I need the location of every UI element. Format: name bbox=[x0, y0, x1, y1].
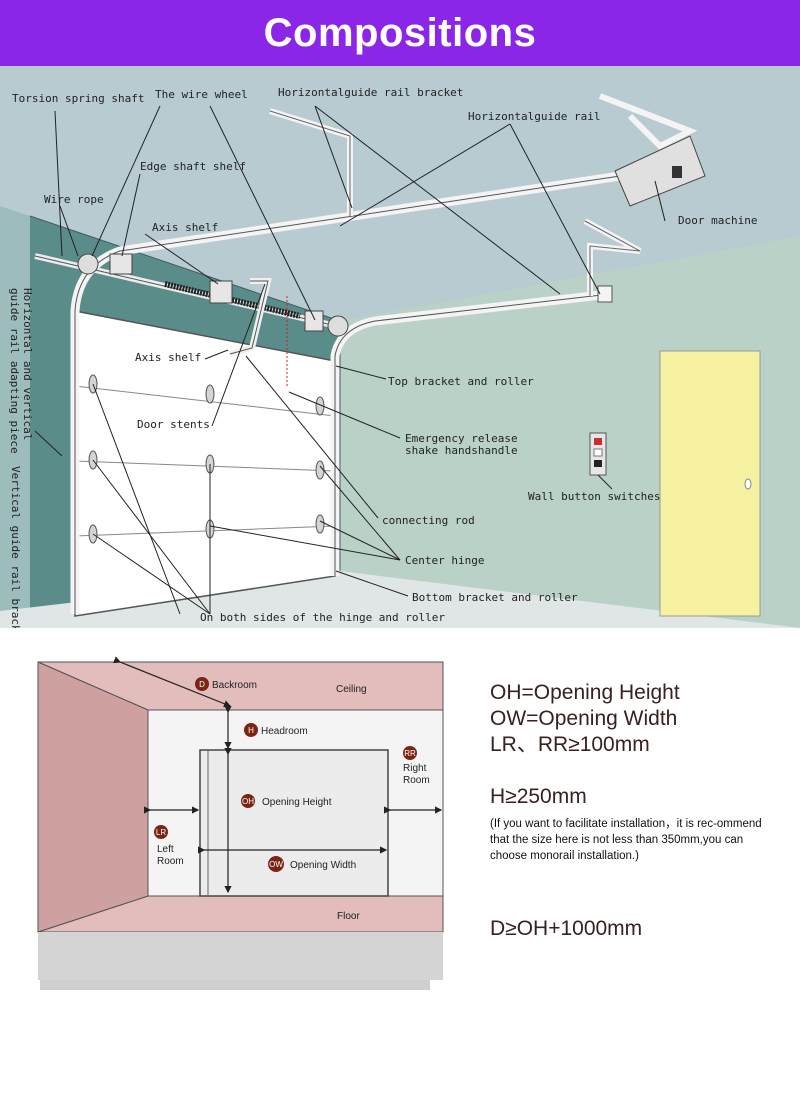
banner-title: Compositions bbox=[263, 10, 537, 55]
specifications: OH=Opening Height OW=Opening Width LR、RR… bbox=[490, 680, 790, 942]
label-axis-shelf-top: Axis shelf bbox=[152, 221, 218, 234]
badge-opening-width: OW bbox=[269, 860, 283, 869]
label-floor: Floor bbox=[337, 911, 360, 922]
title-banner: Compositions bbox=[0, 0, 800, 66]
label-backroom: Backroom bbox=[212, 680, 257, 691]
wire-wheel-left bbox=[77, 253, 99, 275]
side-door bbox=[659, 350, 761, 617]
label-opening-width: Opening Width bbox=[290, 860, 356, 871]
label-vertical-rail-bracket: Vertical guide rail bracket bbox=[9, 466, 22, 628]
label-axis-shelf: Axis shelf bbox=[135, 351, 201, 364]
label-ceiling: Ceiling bbox=[336, 684, 367, 695]
label-top-bracket-roller: Top bracket and roller bbox=[388, 375, 534, 388]
label-wire-wheel: The wire wheel bbox=[155, 88, 248, 101]
label-hinge-and-roller: On both sides of the hinge and roller bbox=[200, 611, 445, 624]
spec-side-room: LR、RR≥100mm bbox=[490, 733, 650, 756]
badge-right-room: RR bbox=[404, 749, 416, 758]
label-horizontal-rail-bracket: Horizontalguide rail bracket bbox=[278, 86, 463, 99]
label-left-room-1: Left bbox=[157, 844, 174, 855]
spec-opening-width: OW=Opening Width bbox=[490, 707, 678, 730]
label-wall-button-switches: Wall button switches bbox=[528, 490, 660, 503]
garage-door-diagram: Torsion spring shaft The wire wheel Hori… bbox=[0, 66, 800, 628]
floor-area bbox=[0, 571, 800, 628]
label-adapting-piece-line2: guide rail adapting piece bbox=[8, 288, 21, 454]
badge-backroom: D bbox=[199, 680, 205, 689]
label-door-stents: Door stents bbox=[137, 418, 210, 431]
label-edge-shaft-shelf: Edge shaft shelf bbox=[140, 160, 246, 173]
label-bottom-bracket-roller: Bottom bracket and roller bbox=[412, 591, 578, 604]
dimension-badges bbox=[154, 677, 417, 872]
floor-slab bbox=[38, 932, 443, 980]
door-machine bbox=[614, 135, 706, 207]
label-opening-height: Opening Height bbox=[262, 797, 332, 808]
label-connecting-rod: connecting rod bbox=[382, 514, 475, 527]
label-center-hinge: Center hinge bbox=[405, 554, 484, 567]
badge-headroom: H bbox=[248, 726, 254, 735]
left-wall bbox=[0, 206, 30, 628]
label-torsion-spring-shaft: Torsion spring shaft bbox=[12, 92, 144, 105]
dimension-arrows bbox=[113, 656, 443, 894]
left-wall-plane bbox=[37, 661, 149, 933]
garage-scene: Torsion spring shaft The wire wheel Hori… bbox=[0, 66, 800, 628]
wire-wheel-right bbox=[327, 315, 349, 337]
label-horizontal-guide-rail: Horizontalguide rail bbox=[468, 110, 600, 123]
room-drawing: D H OH OW LR RR Backroom Ceiling Headroo… bbox=[37, 656, 444, 990]
spec-opening-height: OH=Opening Height bbox=[490, 681, 680, 704]
label-adapting-piece-line1: Horizontal and vertical bbox=[21, 288, 34, 440]
label-emergency-handle: shake handshandle bbox=[405, 444, 518, 457]
leader-lines bbox=[34, 105, 666, 615]
label-door-machine: Door machine bbox=[678, 214, 757, 227]
spec-headroom: H≥250mm bbox=[490, 785, 587, 808]
label-left-room-2: Room bbox=[157, 856, 184, 867]
label-right-room-1: Right bbox=[403, 763, 427, 774]
badge-left-room: LR bbox=[156, 828, 166, 837]
label-right-room-2: Room bbox=[403, 775, 430, 786]
badge-opening-height: OH bbox=[242, 797, 254, 806]
spec-headroom-note: (If you want to facilitate installation，… bbox=[490, 818, 762, 862]
spec-depth: D≥OH+1000mm bbox=[490, 917, 643, 940]
label-headroom: Headroom bbox=[261, 726, 308, 737]
door-panel bbox=[74, 310, 336, 617]
room-dimension-diagram: D H OH OW LR RR Backroom Ceiling Headroo… bbox=[0, 640, 470, 1010]
label-wire-rope: Wire rope bbox=[44, 193, 104, 206]
label-emergency-release: Emergency release bbox=[405, 432, 518, 445]
